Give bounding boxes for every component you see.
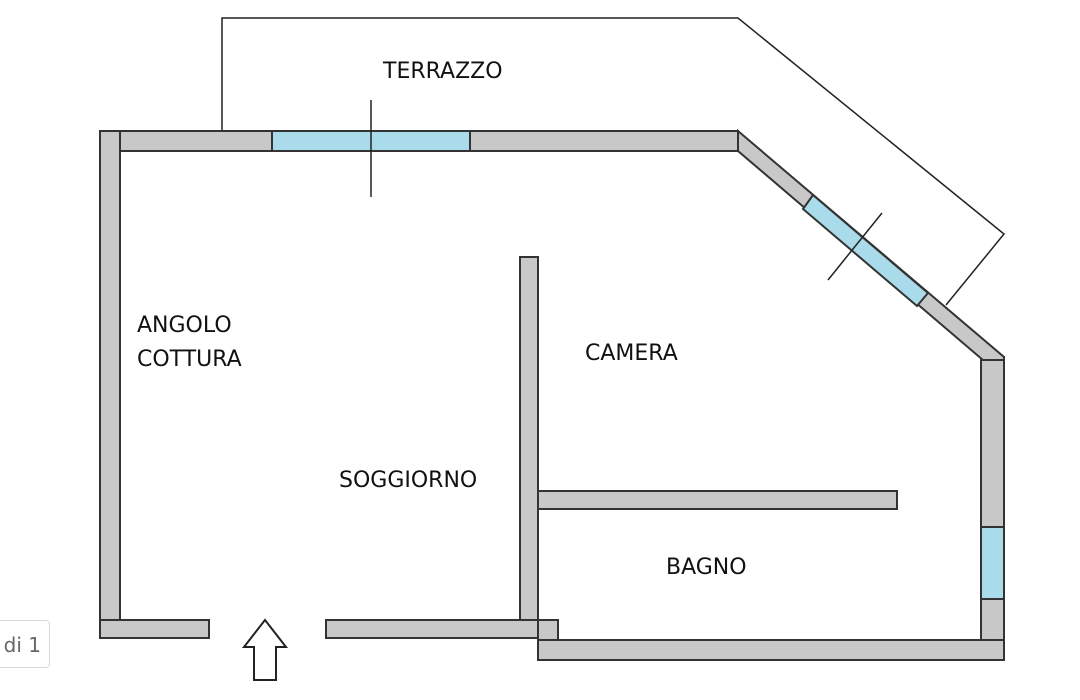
room-label-cottura: COTTURA xyxy=(137,347,242,372)
terrace-outline xyxy=(221,17,1006,306)
room-label-terrazzo: TERRAZZO xyxy=(382,59,503,84)
wall-bottom-left xyxy=(99,619,210,639)
window-diagonal xyxy=(801,193,930,308)
room-label-soggiorno: SOGGIORNO xyxy=(339,468,477,493)
wall-top-left xyxy=(99,130,273,152)
wall-bottom-middle xyxy=(325,619,559,639)
window-diagonal-mark xyxy=(827,212,883,281)
wall-bottom-right xyxy=(537,639,1005,661)
wall-right-upper xyxy=(980,359,1005,528)
wall-partition-vertical xyxy=(519,256,539,621)
wall-partition-bathroom xyxy=(537,490,898,510)
wall-top-right xyxy=(469,130,739,152)
window-right xyxy=(980,526,1005,600)
room-label-bagno: BAGNO xyxy=(666,555,747,580)
room-label-angolo: ANGOLO xyxy=(137,313,232,338)
room-label-camera: CAMERA xyxy=(585,341,678,366)
entrance-arrow-icon xyxy=(241,618,289,681)
wall-left xyxy=(99,130,121,639)
page-counter: di 1 xyxy=(0,620,50,668)
